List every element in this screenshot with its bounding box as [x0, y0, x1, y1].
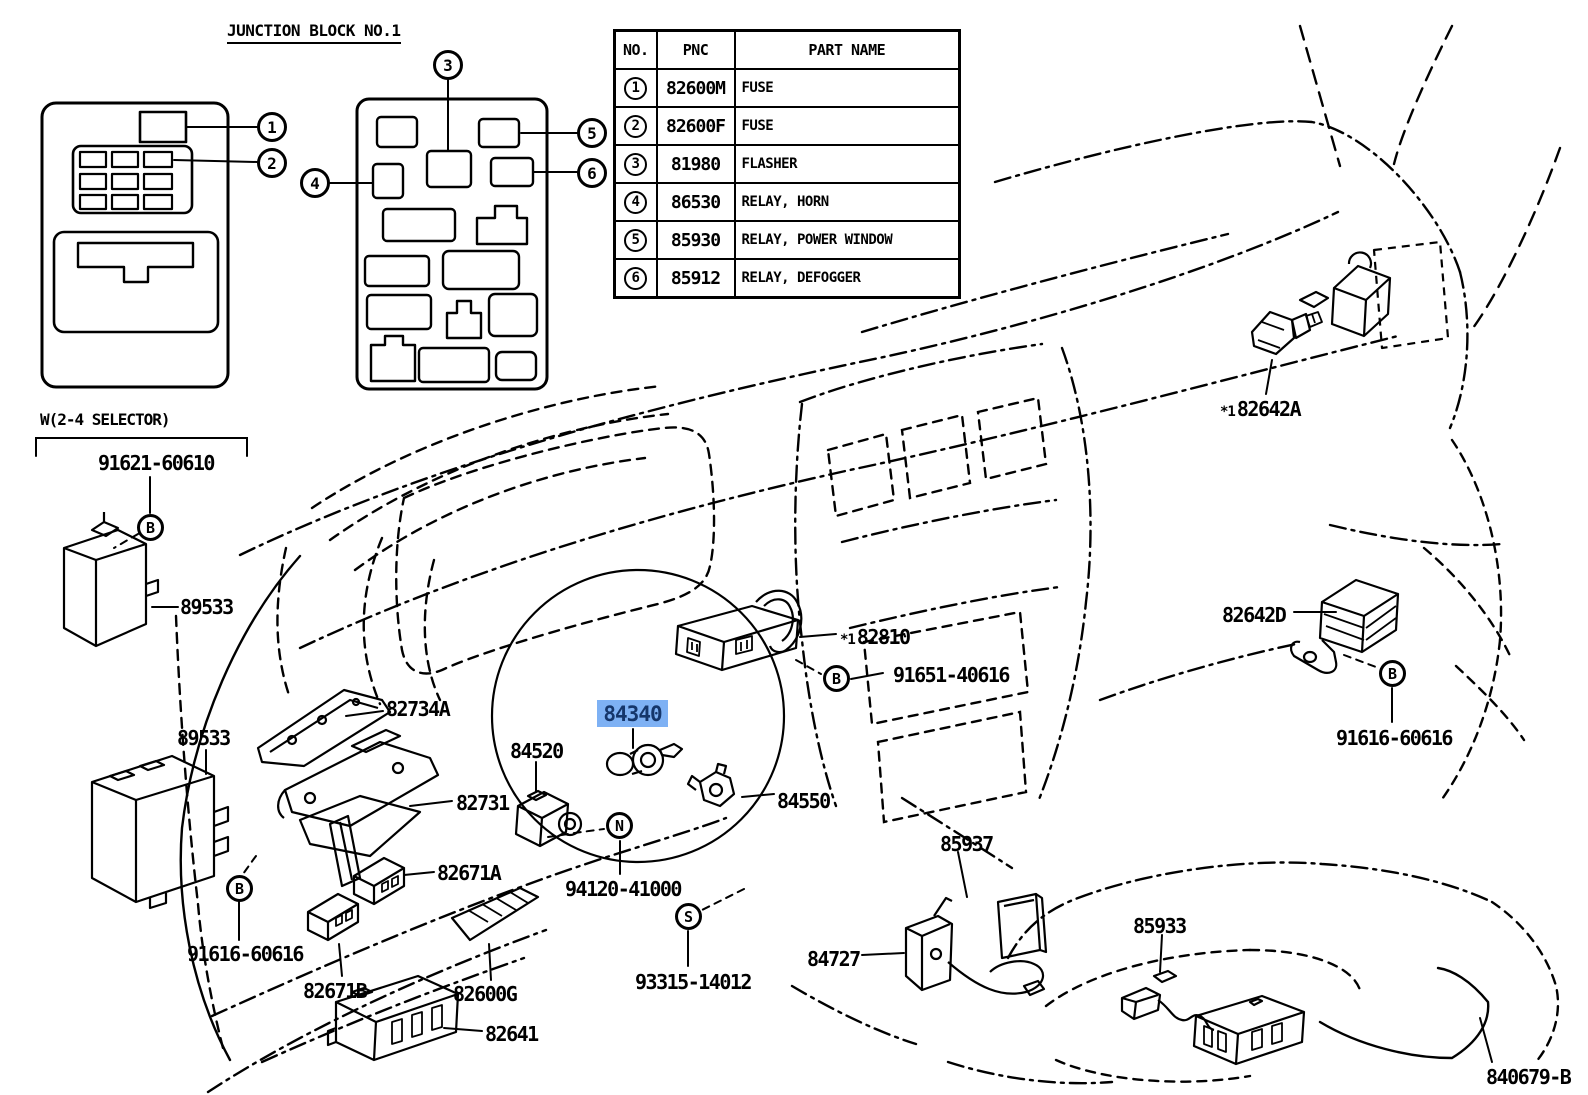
- footnote-mark: *1: [1220, 404, 1236, 420]
- junction-block-right-drawing: [355, 97, 549, 391]
- row-callout-number: 2: [624, 114, 648, 138]
- callout-circle-4: 4: [300, 168, 330, 198]
- switch-84340-drawing: [605, 742, 684, 777]
- part-label-82731[interactable]: 82731: [456, 791, 510, 815]
- callout-circle-6: 6: [577, 158, 607, 188]
- connector-circle-s-screw: S: [675, 903, 702, 930]
- connector-circle-b-relay: B: [226, 875, 253, 902]
- part-label-94120-41000[interactable]: 94120-41000: [565, 877, 682, 901]
- part-label-82671b[interactable]: 82671B: [303, 979, 368, 1003]
- callout-circle-5: 5: [577, 118, 607, 148]
- figure-reference-code: 840679-B: [1486, 1065, 1572, 1089]
- part-name-cell: RELAY, POWER WINDOW: [733, 220, 961, 260]
- pnc-cell: 85912: [655, 258, 736, 299]
- part-label-84550[interactable]: 84550: [777, 789, 831, 813]
- part-name-cell: FLASHER: [733, 144, 961, 184]
- selector-relay-89533-drawing: [62, 512, 160, 648]
- connector-circle-n-screw: N: [606, 812, 633, 839]
- relay-89533-lower-drawing: [90, 754, 230, 910]
- connector-circle-b-cluster: B: [823, 665, 850, 692]
- part-label-82641[interactable]: 82641: [485, 1022, 539, 1046]
- part-label-91616-60616-right[interactable]: 91616-60616: [1336, 726, 1453, 750]
- footnote-mark: *1: [840, 632, 856, 648]
- pnc-cell: 85930: [655, 220, 736, 260]
- part-label-89533-upper[interactable]: 89533: [180, 595, 234, 619]
- part-name-cell: FUSE: [733, 106, 961, 146]
- component-drawings: [62, 240, 1450, 1066]
- col-header-part-name: PART NAME: [733, 29, 961, 70]
- selector-group-caption: W(2-4 SELECTOR): [40, 410, 170, 429]
- callout-circle-3: 3: [433, 50, 463, 80]
- switch-84550-drawing: [686, 762, 736, 808]
- part-label-85933[interactable]: 85933: [1133, 914, 1187, 938]
- buzzer-85933-drawing: [1120, 969, 1306, 1066]
- switch-84727-drawing: [904, 896, 1046, 997]
- part-name-cell: RELAY, HORN: [733, 182, 961, 222]
- relay-82671a-drawing: [352, 856, 406, 906]
- connector-circle-b-defogger: B: [1379, 660, 1406, 687]
- part-name-cell: FUSE: [733, 68, 961, 108]
- part-label-89533-lower[interactable]: 89533: [177, 726, 231, 750]
- col-header-pnc: PNC: [655, 29, 736, 70]
- table-row[interactable]: 2 82600F FUSE: [613, 106, 961, 146]
- block-82641-drawing: [326, 974, 460, 1062]
- dashboard-contours: [174, 24, 1562, 1094]
- row-callout-number: 6: [624, 266, 648, 290]
- part-label-93315-14012[interactable]: 93315-14012: [635, 970, 752, 994]
- callout-circle-2: 2: [257, 148, 287, 178]
- part-label-82642d[interactable]: 82642D: [1222, 603, 1287, 627]
- sensor-82642a-drawing: [1250, 240, 1450, 356]
- pnc-cell: 81980: [655, 144, 736, 184]
- table-row[interactable]: 3 81980 FLASHER: [613, 144, 961, 184]
- table-row[interactable]: 6 85912 RELAY, DEFOGGER: [613, 258, 961, 299]
- table-row[interactable]: 1 82600M FUSE: [613, 68, 961, 108]
- table-row[interactable]: 5 85930 RELAY, POWER WINDOW: [613, 220, 961, 260]
- part-label-82734a[interactable]: 82734A: [386, 697, 451, 721]
- part-label-82671a[interactable]: 82671A: [437, 861, 502, 885]
- parts-table-header-row: NO. PNC PART NAME: [613, 29, 961, 70]
- dashed-leader-lines: [113, 533, 1377, 911]
- row-callout-number: 4: [624, 190, 648, 214]
- row-callout-number: 1: [624, 76, 648, 100]
- bracket-82734a-drawing: [256, 688, 392, 768]
- pnc-cell: 82600F: [655, 106, 736, 146]
- leader-lines: [35, 79, 1493, 1063]
- selector-bracket: [35, 437, 248, 457]
- part-label-84340-highlighted[interactable]: 84340: [597, 700, 668, 727]
- connector-circle-b-selector: B: [137, 514, 164, 541]
- part-label-84520[interactable]: 84520: [510, 739, 564, 763]
- parts-table: NO. PNC PART NAME 1 82600M FUSE 2 82600F…: [613, 29, 961, 299]
- clock-82810-drawing: [674, 589, 803, 672]
- row-callout-number: 5: [624, 228, 648, 252]
- plate-82600g-drawing: [450, 886, 540, 942]
- part-name-cell: RELAY, DEFOGGER: [733, 258, 961, 299]
- part-label-85937[interactable]: 85937: [940, 832, 994, 856]
- pnc-cell: 82600M: [655, 68, 736, 108]
- diagram-title: JUNCTION BLOCK NO.1: [227, 21, 401, 44]
- relay-82671b-drawing: [306, 892, 360, 942]
- part-label-82600g[interactable]: 82600G: [453, 982, 518, 1006]
- bracket-82731-drawing: [277, 728, 440, 888]
- switch-84520-drawing: [514, 789, 583, 848]
- callout-circle-1: 1: [257, 112, 287, 142]
- junction-block-left-drawing: [40, 101, 230, 389]
- row-callout-number: 3: [624, 152, 648, 176]
- plate-85937-drawing: [996, 892, 1048, 960]
- part-label-91651-40616[interactable]: 91651-40616: [893, 663, 1010, 687]
- relay-82642d-drawing: [1290, 578, 1400, 674]
- part-label-91616-60616-left[interactable]: 91616-60616: [187, 942, 304, 966]
- table-row[interactable]: 4 86530 RELAY, HORN: [613, 182, 961, 222]
- part-label-84727[interactable]: 84727: [807, 947, 861, 971]
- part-label-91621-60610[interactable]: 91621-60610: [98, 451, 215, 475]
- col-header-no: NO.: [613, 29, 658, 70]
- pnc-cell: 86530: [655, 182, 736, 222]
